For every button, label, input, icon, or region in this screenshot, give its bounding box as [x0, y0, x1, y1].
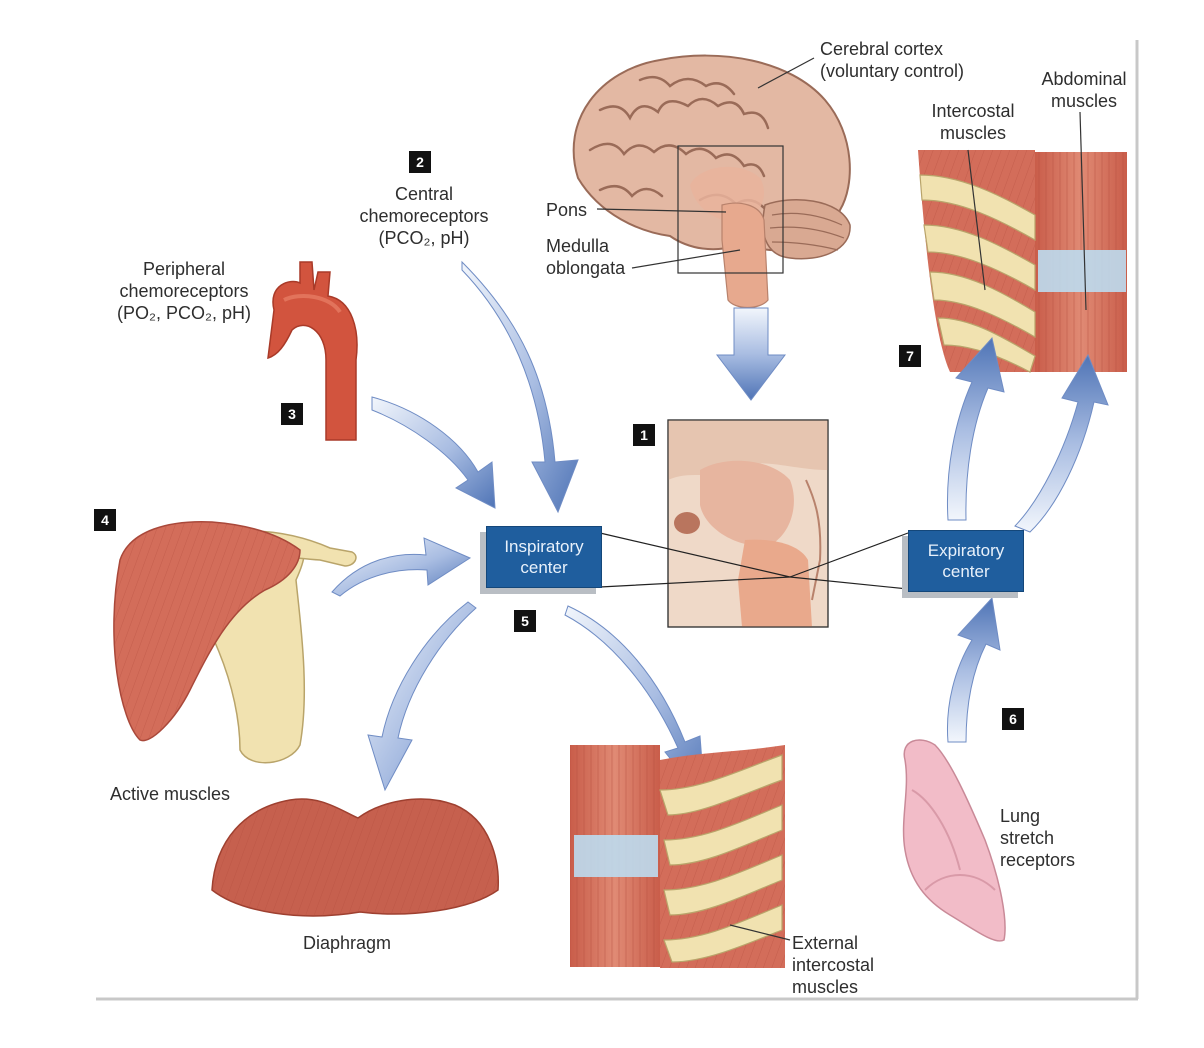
- cortex-leader-line: [757, 57, 815, 89]
- central-chemo-line-3: (PCO₂, pH): [378, 228, 470, 248]
- lung-stretch-receptors-label: Lung stretch receptors: [1000, 805, 1075, 871]
- step-4-badge: 4: [94, 509, 116, 531]
- muscles-to-inspiratory-arrow: [331, 537, 472, 597]
- lung-illustration: [902, 739, 1006, 942]
- expiratory-line-1: Expiratory: [927, 541, 1005, 560]
- peripheral-chemo-line-2: chemoreceptors: [119, 281, 249, 301]
- abdominal-leader-line: [1079, 111, 1087, 311]
- brain-illustration: [572, 54, 851, 309]
- expiratory-to-intercostal-arrow: [947, 336, 1005, 521]
- lung-stretch-line-2: stretch: [1000, 828, 1055, 848]
- cerebral-cortex-label: Cerebral cortex (voluntary control): [820, 38, 964, 82]
- aortic-arch-illustration: [267, 261, 358, 441]
- peripheral-chemo-line-3: (PO₂, PCO₂, pH): [117, 303, 251, 323]
- step-2-badge: 2: [409, 151, 431, 173]
- central-chemo-line-1: Central: [394, 184, 454, 204]
- inspiratory-line-1: Inspiratory: [504, 537, 584, 556]
- abdominal-line-1: Abdominal: [1041, 69, 1127, 89]
- intercostal-abdominal-illustration: [918, 150, 1127, 373]
- expiratory-center-box: Expiratory center: [908, 530, 1024, 592]
- step-3-badge: 3: [281, 403, 303, 425]
- medulla-line-1: Medulla: [546, 236, 610, 256]
- medulla-line-2: oblongata: [546, 258, 626, 278]
- external-intercostal-line-2: intercostal: [792, 955, 875, 975]
- external-intercostal-leader-line: [729, 924, 791, 941]
- pons-leader-line: [596, 208, 727, 213]
- diaphragm-illustration: [211, 798, 499, 917]
- medulla-zoom-inset: [667, 419, 829, 628]
- cerebral-cortex-line-2: (voluntary control): [820, 61, 965, 81]
- cortex-to-medulla-arrow: [715, 307, 787, 401]
- lung-to-expiratory-arrow: [946, 596, 1001, 743]
- peripheral-chemo-line-1: Peripheral: [142, 259, 226, 279]
- active-muscles-label: Active muscles: [110, 784, 231, 804]
- intercostal-leader-line: [967, 149, 986, 291]
- external-intercostal-illustration: [570, 745, 785, 968]
- intercostal-line-1: Intercostal: [931, 101, 1015, 121]
- external-intercostal-line-1: External: [792, 933, 859, 953]
- step-7-badge: 7: [899, 345, 921, 367]
- cerebral-cortex-line-1: Cerebral cortex: [820, 39, 944, 59]
- central-chemoreceptors-label: Central chemoreceptors (PCO₂, pH): [340, 183, 508, 249]
- inspiratory-to-diaphragm-arrow: [367, 601, 477, 792]
- central-chemo-line-2: chemoreceptors: [359, 206, 489, 226]
- medulla-label: Medulla oblongata: [546, 235, 625, 279]
- medulla-leader-line: [631, 249, 741, 269]
- inspiratory-center-box: Inspiratory center: [486, 526, 602, 588]
- pons-label: Pons: [546, 200, 588, 220]
- brainstem-inset-frame: [677, 145, 784, 274]
- lung-stretch-line-3: receptors: [1000, 850, 1076, 870]
- peripheral-chemoreceptors-label: Peripheral chemoreceptors (PO₂, PCO₂, pH…: [100, 258, 268, 324]
- diaphragm-label: Diaphragm: [303, 933, 392, 953]
- expiratory-to-abdominal-arrow: [1014, 353, 1109, 533]
- expiratory-connector-lines: [789, 532, 909, 590]
- step-5-badge: 5: [514, 610, 536, 632]
- step-6-badge: 6: [1002, 708, 1024, 730]
- intercostal-muscles-label: Intercostal muscles: [918, 100, 1028, 144]
- peripheral-to-inspiratory-arrow: [371, 396, 496, 509]
- intercostal-line-2: muscles: [939, 123, 1006, 143]
- inspiratory-line-2: center: [520, 558, 568, 577]
- expiratory-line-2: center: [942, 562, 990, 581]
- abdominal-muscles-label: Abdominal muscles: [1032, 68, 1136, 112]
- external-intercostal-line-3: muscles: [792, 977, 859, 997]
- external-intercostal-label: External intercostal muscles: [792, 932, 874, 998]
- lung-stretch-line-1: Lung: [1000, 806, 1041, 826]
- step-1-badge: 1: [633, 424, 655, 446]
- central-to-inspiratory-arrow: [461, 260, 579, 514]
- abdominal-line-2: muscles: [1050, 91, 1117, 111]
- active-muscles-illustration: [113, 521, 357, 764]
